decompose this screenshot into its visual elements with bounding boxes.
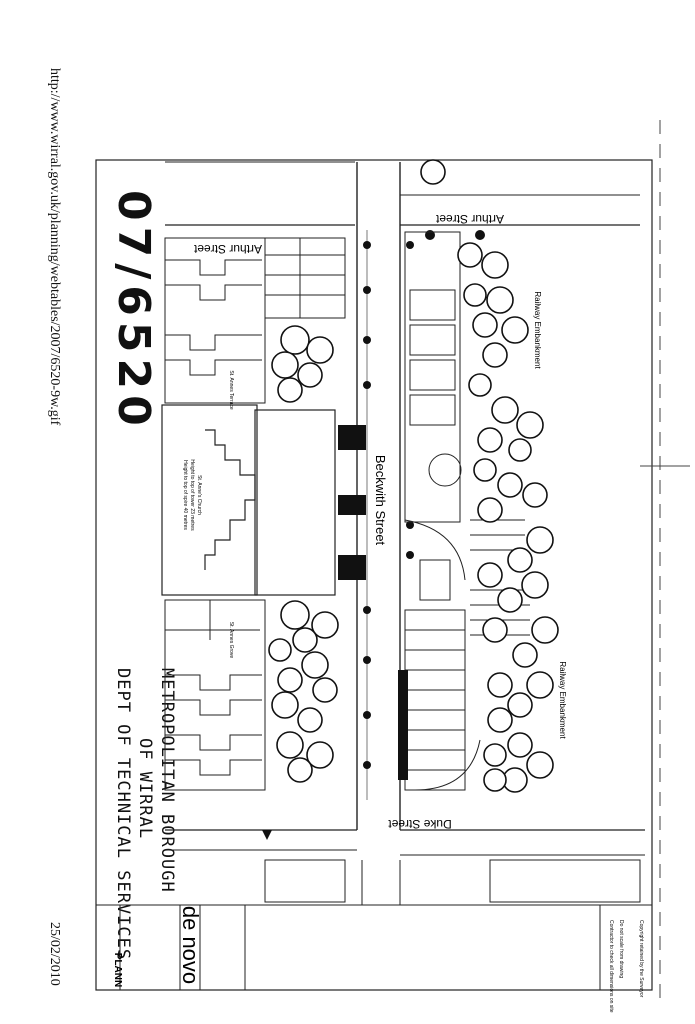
- copyright-note: Copyright retained by the Surveyor: [638, 920, 644, 998]
- label-duke-street: Duke Street: [388, 817, 452, 831]
- label-railway-top: Railway Embankment: [533, 291, 542, 369]
- terrace-houses-bottom: [164, 599, 266, 791]
- label-railway-bottom: Railway Embankment: [558, 661, 567, 739]
- north-arrow-icon: [262, 830, 272, 840]
- development-site: [404, 231, 481, 791]
- company-name: de novo: [178, 906, 203, 984]
- trees: [268, 159, 559, 793]
- title-block: [95, 859, 653, 991]
- scale-note: Do not scale from drawing: [618, 920, 624, 978]
- label-church-height-2: Height to top of spire 40 metres: [182, 460, 188, 530]
- sheet-title: PLANN: [112, 953, 123, 987]
- label-arthur-street-left: Arthur Street: [193, 242, 262, 256]
- label-beckwith-street: Beckwith Street: [373, 455, 388, 546]
- dimension-note: Contractor to check all dimensions on si…: [608, 920, 614, 1013]
- label-st-annes-terrace: St. Annes Terrace: [228, 370, 234, 410]
- pedestrian-crossings: [338, 425, 366, 580]
- church-outline: [161, 404, 336, 596]
- label-st-annes-grove: St. Annes Grove: [228, 622, 234, 659]
- label-arthur-street-right: Arthur Street: [435, 212, 504, 226]
- boundary-wall: [398, 670, 408, 780]
- label-church-name: St. Anne's Church: [196, 475, 202, 515]
- terrace-houses-top: [164, 237, 346, 404]
- label-church-height-1: Height to top of tower 23 metres: [189, 459, 195, 531]
